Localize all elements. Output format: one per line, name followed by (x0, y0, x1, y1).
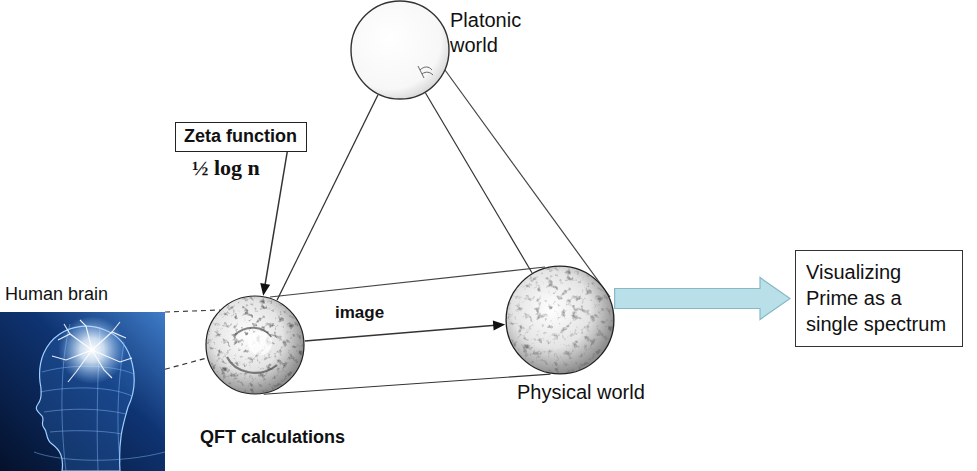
connector-line (425, 93, 531, 273)
nerve-line (68, 350, 92, 382)
sphere-texture (507, 267, 613, 373)
brain-glow (58, 316, 126, 384)
cone-line (270, 267, 545, 297)
connector-line (305, 320, 505, 340)
sphere-label: Platonic world (450, 8, 532, 58)
sphere-mark (418, 66, 433, 78)
brain-background (0, 312, 165, 471)
nerve-line (112, 322, 120, 332)
arrow-head (493, 320, 505, 330)
sphere-illustration (350, 0, 450, 100)
nerve-line (64, 324, 70, 334)
edge-label: image (333, 303, 386, 323)
sphere-illustration (505, 265, 615, 375)
sphere-outline (206, 296, 304, 394)
sphere-illustration (205, 295, 305, 395)
cone-line (445, 70, 610, 297)
image-label: Human brain (5, 284, 108, 305)
function-box: Zeta function (175, 122, 307, 152)
formula-label: ½ log n (192, 155, 260, 181)
brain-image: Human brain (0, 312, 165, 471)
connector-line (260, 152, 287, 296)
connector-line (165, 358, 207, 369)
physical-sphere: Physical world (505, 265, 615, 375)
dashed-line (165, 358, 207, 369)
connector-line (265, 152, 287, 286)
connector-line (264, 374, 551, 394)
sphere-texture (227, 328, 277, 373)
connector-line (425, 93, 531, 273)
head-wireframe (40, 388, 132, 396)
nerve-line (58, 334, 92, 350)
nerve-line (92, 350, 112, 378)
nerve-line (80, 320, 92, 350)
sphere-label: Physical world (517, 381, 645, 404)
head-wireframe (34, 452, 165, 460)
brain-illustration (0, 312, 165, 471)
platonic-sphere: Platonic world (350, 0, 450, 100)
dashed-line (165, 310, 220, 312)
nerve-line (92, 332, 126, 350)
connector-line (305, 325, 495, 341)
sphere-outline (351, 1, 449, 99)
block-arrow (615, 278, 790, 320)
connector-line (264, 374, 551, 394)
sphere-highlight (248, 331, 272, 355)
head-wireframe (50, 431, 122, 434)
sphere-label: QFT calculations (200, 427, 345, 448)
box-label: Visualizing Prime as a single spectrum (806, 259, 952, 337)
box-label: Zeta function (184, 125, 298, 148)
qft-sphere: QFT calculations (205, 295, 305, 395)
sphere-outline (506, 266, 614, 374)
arrow-head (260, 283, 270, 296)
result-box: Visualizing Prime as a single spectrum (795, 250, 963, 347)
sphere-texture (207, 297, 303, 393)
block-arrow (615, 278, 790, 320)
head-wireframe (44, 409, 126, 414)
